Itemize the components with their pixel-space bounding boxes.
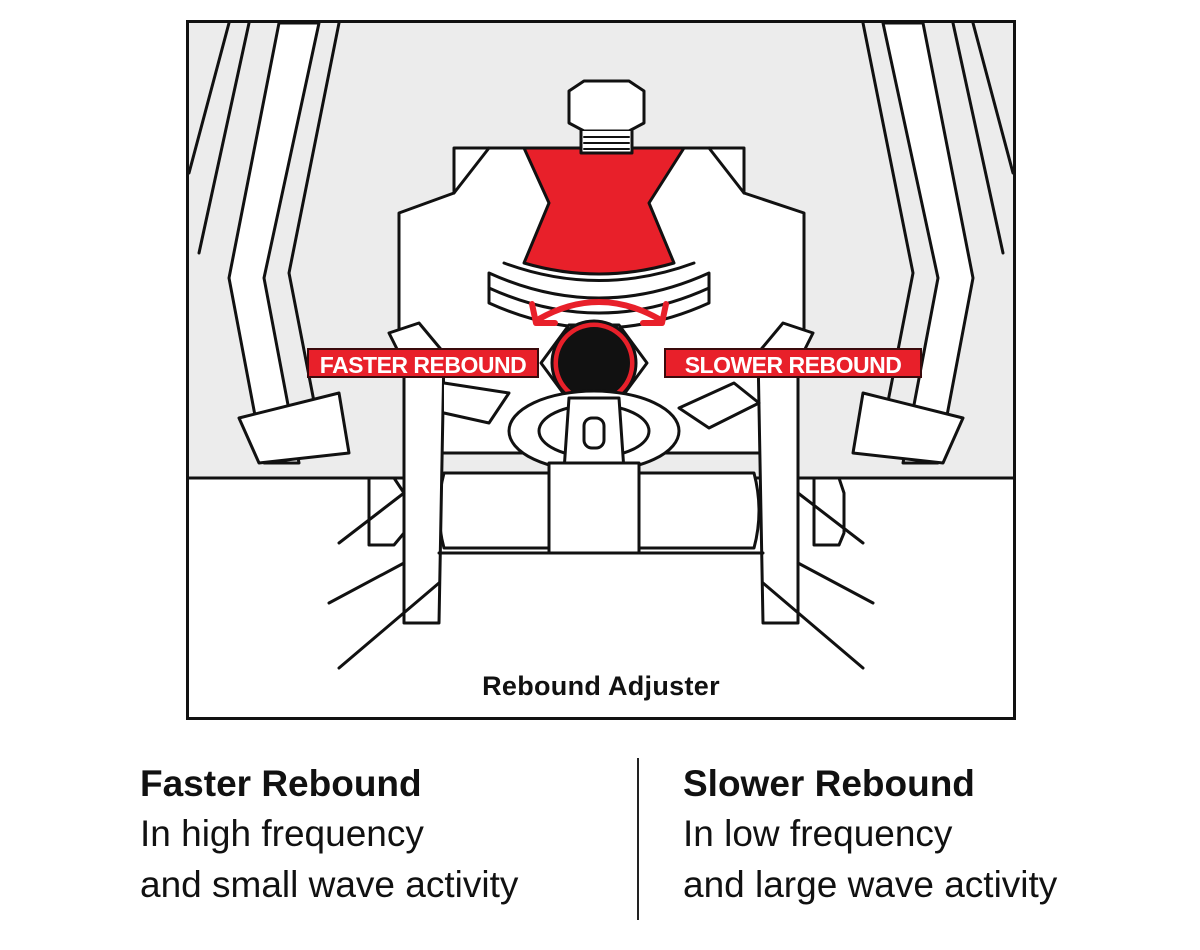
adjust-direction-arrow	[536, 299, 662, 322]
slower-rebound-description: Slower Rebound In low frequency and larg…	[683, 760, 1057, 910]
slower-rebound-line-1: In low frequency	[683, 813, 953, 854]
cross-shaft	[437, 471, 551, 550]
faster-rebound-line-1: In high frequency	[140, 813, 424, 854]
faster-rebound-line-2: and small wave activity	[140, 864, 519, 905]
left-bolt	[367, 476, 406, 547]
slower-rebound-line-2: and large wave activity	[683, 864, 1058, 905]
rebound-adjuster-diagram: FASTER REBOUND SLOWER REBOUND Rebound Ad…	[186, 20, 1016, 720]
column-divider	[637, 758, 639, 920]
faster-rebound-description: Faster Rebound In high frequency and sma…	[140, 760, 518, 910]
faster-rebound-title: Faster Rebound	[140, 763, 422, 804]
slower-rebound-label: SLOWER REBOUND	[664, 348, 922, 378]
faster-rebound-label: FASTER REBOUND	[307, 348, 539, 378]
diagram-caption: Rebound Adjuster	[482, 671, 720, 701]
left-wing	[237, 391, 351, 465]
top-nut	[567, 79, 646, 133]
slower-rebound-title: Slower Rebound	[683, 763, 975, 804]
right-bolt	[812, 476, 846, 547]
red-reservoir	[522, 146, 686, 276]
right-wing	[851, 391, 965, 465]
left-frame-rail	[227, 23, 321, 465]
right-frame-rail	[881, 23, 975, 465]
